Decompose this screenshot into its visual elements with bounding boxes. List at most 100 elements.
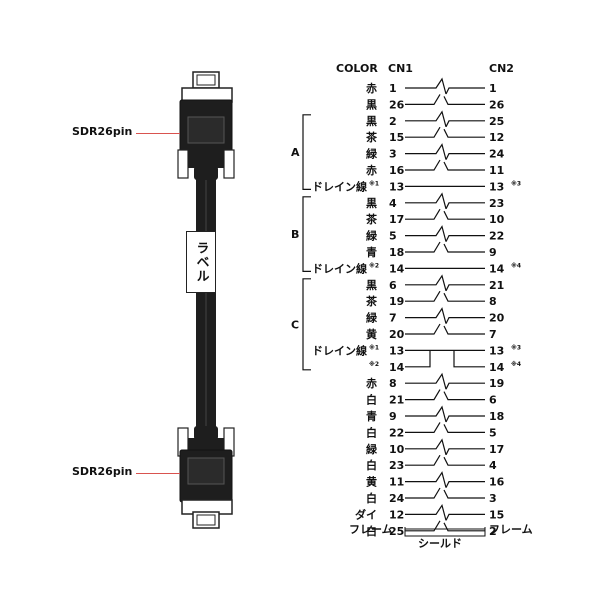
row-cn1-pin: 24: [389, 492, 405, 505]
row-cn1-pin: 12: [389, 508, 404, 521]
wire-line: [443, 243, 485, 253]
wire-line: [445, 448, 485, 456]
row-cn2-pin: 6: [489, 394, 497, 407]
row-cn2-pin: 5: [489, 426, 497, 439]
row-cn1-pin: 21: [389, 394, 404, 407]
frame-right: フレーム: [489, 523, 533, 536]
wire-line: [445, 120, 485, 128]
row-cn1-pin: 14: [389, 262, 405, 275]
row-note-cn2: ※4: [511, 262, 521, 269]
wire-line: [405, 126, 441, 138]
row-color-label: 茶: [365, 212, 378, 226]
row-color-label: ドレイン線: [312, 343, 367, 357]
row-color-label: ドレイン線: [312, 261, 367, 275]
row-cn1-pin: 10: [389, 443, 405, 456]
wire-line: [443, 456, 485, 466]
wire-line: [405, 110, 447, 127]
group-label: C: [291, 318, 299, 331]
wire-line: [405, 389, 441, 401]
wire-line: [445, 513, 485, 521]
row-color-label: 白: [366, 524, 377, 538]
row-cn2-pin: 10: [489, 213, 505, 226]
row-cn2-pin: 8: [489, 295, 497, 308]
row-color-label: 緑: [366, 229, 378, 243]
row-color-label: 黒: [366, 279, 377, 292]
row-color-label: 黒: [366, 115, 377, 128]
row-cn2-pin: 20: [489, 312, 505, 325]
wire-line: [445, 235, 485, 242]
row-cn1-pin: 16: [389, 164, 405, 177]
wire-line: [405, 422, 441, 433]
row-note-cn1: ※2: [369, 361, 379, 368]
row-cn2-pin: 17: [489, 443, 504, 456]
row-note-cn2: ※3: [511, 180, 521, 187]
row-cn1-pin: 2: [389, 115, 397, 128]
row-cn1-pin: 6: [389, 279, 397, 292]
wire-line: [443, 128, 485, 138]
bottom-connector: [177, 426, 235, 529]
row-cn1-pin: 17: [389, 213, 404, 226]
row-cn2-pin: 7: [489, 328, 497, 341]
row-cn1-pin: 5: [389, 230, 397, 243]
row-cn2-pin: 15: [489, 508, 504, 521]
wire-line: [445, 284, 485, 292]
wire-line: [445, 87, 485, 95]
header-cn1: CN1: [388, 62, 413, 75]
row-color-label: 白: [366, 425, 377, 439]
cable-label-text: ラベル: [193, 241, 209, 283]
wire-line: [405, 438, 447, 455]
wire-line: [405, 503, 447, 521]
row-cn2-pin: 11: [489, 164, 504, 177]
row-cn1-pin: 25: [389, 525, 404, 538]
wire-line: [405, 208, 441, 220]
wire-line: [443, 325, 485, 335]
wire-line: [405, 159, 441, 171]
header-cn2: CN2: [489, 62, 514, 75]
wire-line: [405, 323, 441, 335]
row-cn2-pin: 26: [489, 98, 505, 111]
row-cn2-pin: 18: [489, 410, 504, 423]
drain-wire-split-right: [453, 350, 485, 368]
row-note-cn1: ※1: [369, 344, 379, 351]
wire-line: [405, 274, 447, 291]
row-cn2-pin: 23: [489, 197, 504, 210]
row-note-cn1: ※1: [369, 180, 379, 187]
row-cn2-pin: 14: [489, 361, 505, 374]
wire-line: [445, 317, 485, 324]
row-color-label: 赤: [366, 81, 377, 95]
row-cn2-pin: 13: [489, 344, 504, 357]
row-color-label: 緑: [366, 147, 378, 161]
group-bracket: [302, 196, 311, 272]
shield-label: シールド: [418, 537, 462, 550]
row-color-label: ダイ: [355, 507, 377, 521]
connector-pointer-top: [136, 133, 180, 134]
group-bracket: [302, 278, 311, 371]
row-color-label: 白: [366, 458, 377, 472]
connector-label-bottom: SDR26pin: [72, 465, 133, 478]
group-label: A: [291, 146, 300, 159]
row-cn1-pin: 8: [389, 377, 397, 390]
wire-line: [405, 307, 447, 324]
row-color-label: 緑: [366, 311, 378, 325]
row-cn2-pin: 25: [489, 115, 504, 128]
row-color-label: 茶: [365, 294, 378, 308]
row-cn1-pin: 13: [389, 180, 404, 193]
row-cn1-pin: 20: [389, 328, 405, 341]
row-cn2-pin: 2: [489, 525, 497, 538]
row-cn1-pin: 4: [389, 197, 397, 210]
row-cn2-pin: 1: [489, 82, 497, 95]
wire-line: [443, 522, 485, 532]
row-cn1-pin: 1: [389, 82, 397, 95]
row-cn1-pin: 13: [389, 344, 404, 357]
frame-left: フレーム: [349, 523, 393, 536]
wire-line: [445, 481, 485, 488]
row-color-label: 赤: [366, 376, 377, 390]
row-cn1-pin: 15: [389, 131, 404, 144]
row-note-cn1: ※2: [369, 262, 379, 269]
wire-line: [405, 487, 441, 499]
wire-line: [405, 520, 441, 532]
row-cn1-pin: 26: [389, 98, 405, 111]
header-color: COLOR: [336, 62, 378, 75]
group-bracket: [302, 114, 311, 190]
row-color-label: 青: [366, 409, 377, 423]
